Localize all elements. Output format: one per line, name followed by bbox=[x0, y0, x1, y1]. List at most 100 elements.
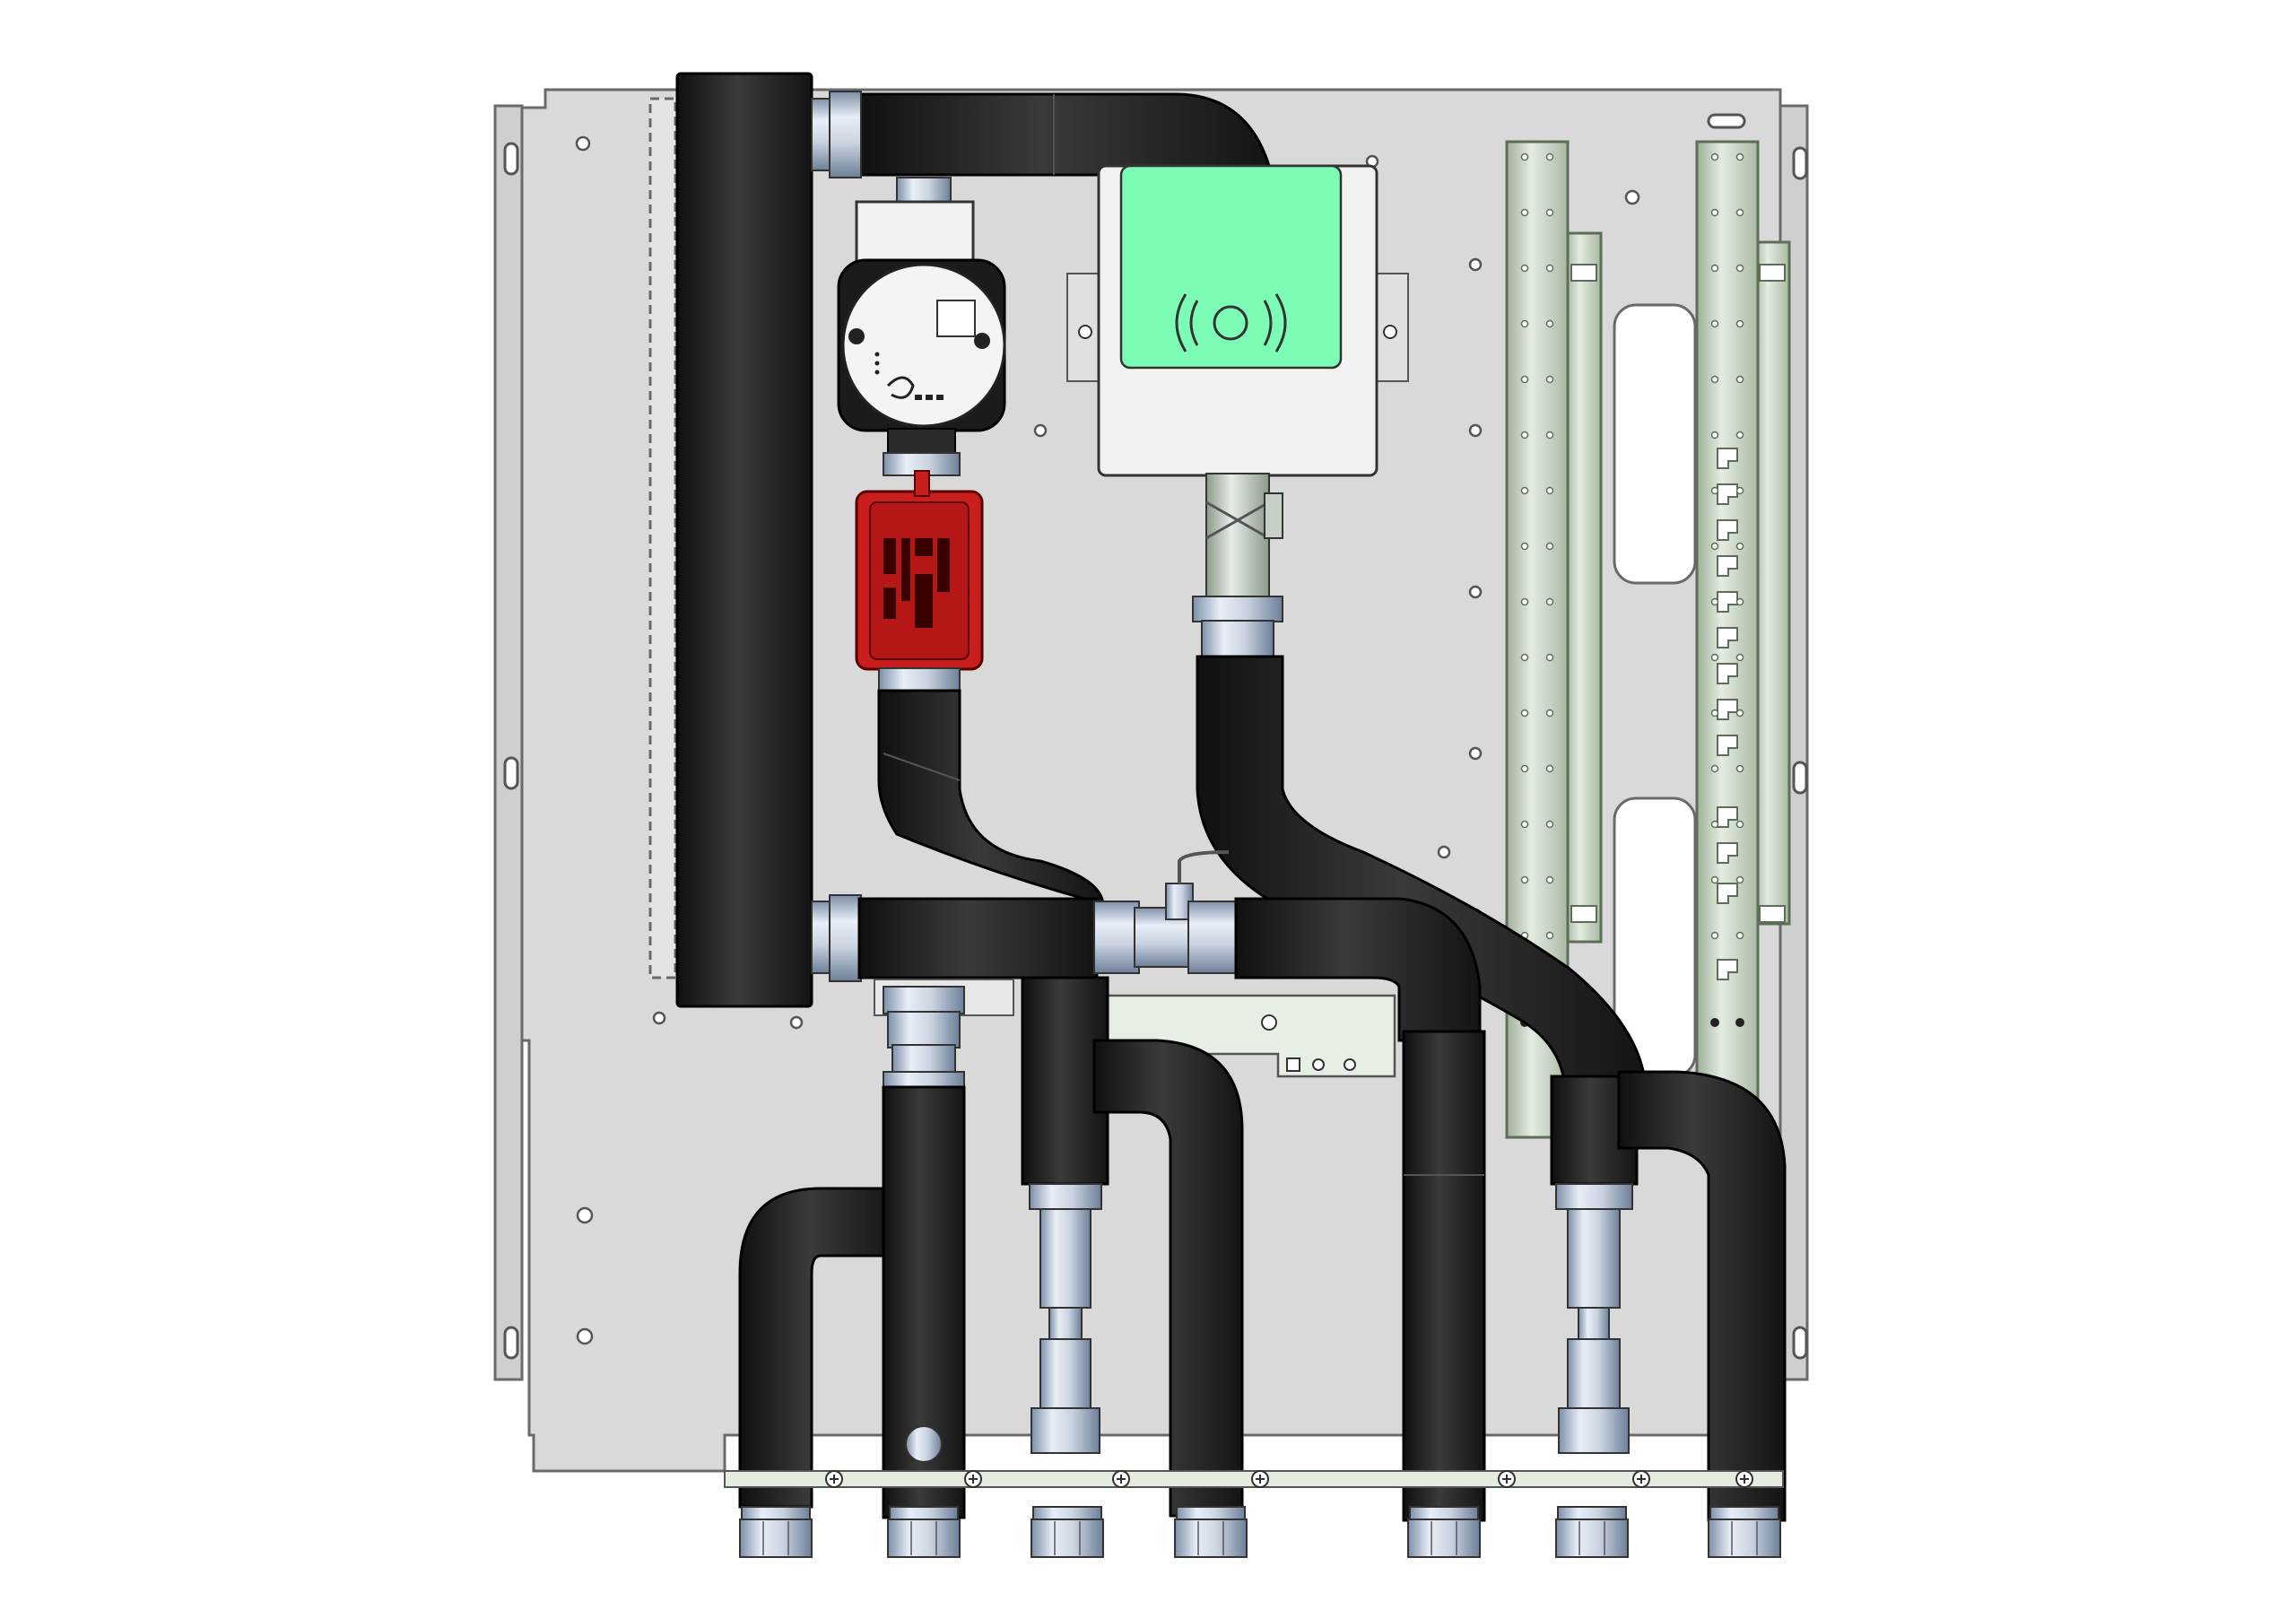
rail-hole bbox=[1710, 208, 1719, 217]
connector-body bbox=[1708, 1519, 1781, 1558]
pump-screw-icon bbox=[848, 328, 865, 344]
screw-icon bbox=[1251, 1470, 1269, 1488]
pipe-connector bbox=[1174, 1506, 1248, 1558]
rail-hole bbox=[1545, 764, 1554, 773]
middle-horizontal-pipe bbox=[811, 850, 1482, 1042]
rail-hole bbox=[1545, 597, 1554, 606]
rail-hole bbox=[1545, 653, 1554, 662]
drain-plug-icon bbox=[905, 1425, 943, 1463]
rail-hole bbox=[1710, 431, 1719, 439]
rail-hole bbox=[1520, 486, 1529, 495]
rail-hole bbox=[1710, 653, 1719, 662]
rail-hole bbox=[1520, 152, 1529, 161]
rail-hole bbox=[1710, 931, 1719, 940]
insulated-pipe-left-vertical bbox=[882, 986, 966, 1519]
rail-hole bbox=[1710, 486, 1719, 495]
rail-hole bbox=[1520, 597, 1529, 606]
rail-hole bbox=[1520, 709, 1529, 718]
rail-hole bbox=[1545, 319, 1554, 328]
plate-cutouts bbox=[1613, 303, 1697, 1078]
circulation-pump bbox=[837, 177, 1006, 476]
rail-hole bbox=[1735, 542, 1744, 551]
rail-hole bbox=[1735, 597, 1744, 606]
rail-hook-slot bbox=[1717, 627, 1738, 648]
rail-hook-slot bbox=[1717, 483, 1738, 505]
rail-hole bbox=[1710, 264, 1719, 273]
screw-icon bbox=[1498, 1470, 1516, 1488]
rail-hole bbox=[1710, 542, 1719, 551]
rail-hole bbox=[1710, 597, 1719, 606]
rail-hook-slot bbox=[1717, 519, 1738, 541]
rail-hole bbox=[1735, 431, 1744, 439]
rail-hook-slot bbox=[1717, 591, 1738, 613]
rail-hole bbox=[1710, 152, 1719, 161]
rail-hole bbox=[1545, 542, 1554, 551]
connector-body bbox=[1174, 1519, 1248, 1558]
rail-hook-slot bbox=[1717, 448, 1738, 469]
rail-hole bbox=[1545, 431, 1554, 439]
screw-slot bbox=[1117, 1475, 1126, 1484]
connector-body bbox=[1555, 1519, 1629, 1558]
rail-hole bbox=[1735, 764, 1744, 773]
brass-fitting-stack-2 bbox=[1554, 1183, 1633, 1487]
connector-body bbox=[1407, 1519, 1481, 1558]
screw-slot bbox=[1502, 1475, 1511, 1484]
rail-hole bbox=[1520, 264, 1529, 273]
rail-hole bbox=[1735, 931, 1744, 940]
rail-hole bbox=[1710, 875, 1719, 884]
screw-slot bbox=[1637, 1475, 1646, 1484]
insulated-pipe-center bbox=[1402, 1030, 1486, 1522]
rail-hole bbox=[1520, 208, 1529, 217]
rail-hole bbox=[1545, 375, 1554, 384]
rail-hole bbox=[1545, 875, 1554, 884]
pipe-connector bbox=[887, 1506, 961, 1558]
rail-hole bbox=[1735, 375, 1744, 384]
screw-icon bbox=[964, 1470, 982, 1488]
rail-hole bbox=[1545, 931, 1554, 940]
heat-exchanger bbox=[648, 72, 813, 1008]
rail-hole bbox=[1735, 875, 1744, 884]
insulated-pipe-center-left bbox=[1021, 976, 1244, 1518]
rail-hole bbox=[1735, 319, 1744, 328]
pipe-connector bbox=[1708, 1506, 1781, 1558]
rail-hole bbox=[1735, 1018, 1744, 1027]
rail-hole bbox=[1520, 375, 1529, 384]
rail-hole bbox=[1735, 486, 1744, 495]
rail-hole bbox=[1545, 152, 1554, 161]
rail-hole bbox=[1520, 542, 1529, 551]
rail-hole bbox=[1735, 709, 1744, 718]
connector-body bbox=[887, 1519, 961, 1558]
rail-hole bbox=[1545, 264, 1554, 273]
rail-hole bbox=[1735, 152, 1744, 161]
rail-hole bbox=[1545, 709, 1554, 718]
screw-slot bbox=[1740, 1475, 1749, 1484]
rail-hole bbox=[1710, 375, 1719, 384]
rail-hole bbox=[1520, 653, 1529, 662]
pipe-connector bbox=[739, 1506, 813, 1558]
screw-icon bbox=[1632, 1470, 1650, 1488]
bottom-rail-screws bbox=[825, 1470, 1753, 1488]
rail-hole bbox=[1545, 208, 1554, 217]
rail-hole bbox=[1545, 820, 1554, 829]
controller-button-icon[interactable] bbox=[1213, 305, 1248, 341]
rail-hook-slot bbox=[1717, 663, 1738, 684]
pipe-connector bbox=[1555, 1506, 1629, 1558]
rail-hole bbox=[1710, 764, 1719, 773]
red-control-valve bbox=[855, 470, 984, 692]
rail-hook-slot bbox=[1717, 735, 1738, 756]
mounting-rail-right bbox=[1695, 140, 1791, 1139]
sensor-cable bbox=[1178, 850, 1230, 883]
pipe-connector bbox=[1031, 1506, 1104, 1558]
pump-logo-icon bbox=[886, 376, 915, 399]
rail-hole bbox=[1710, 1018, 1719, 1027]
rail-hole bbox=[1520, 764, 1529, 773]
rail-hole bbox=[1520, 431, 1529, 439]
rail-hook-slots bbox=[1717, 448, 1738, 980]
mounting-slots bbox=[503, 113, 1808, 1360]
rail-hook-slot bbox=[1717, 555, 1738, 577]
pump-screw-icon bbox=[974, 333, 990, 349]
insulated-pipe-right bbox=[1617, 1070, 1787, 1522]
connector-body bbox=[739, 1519, 813, 1558]
